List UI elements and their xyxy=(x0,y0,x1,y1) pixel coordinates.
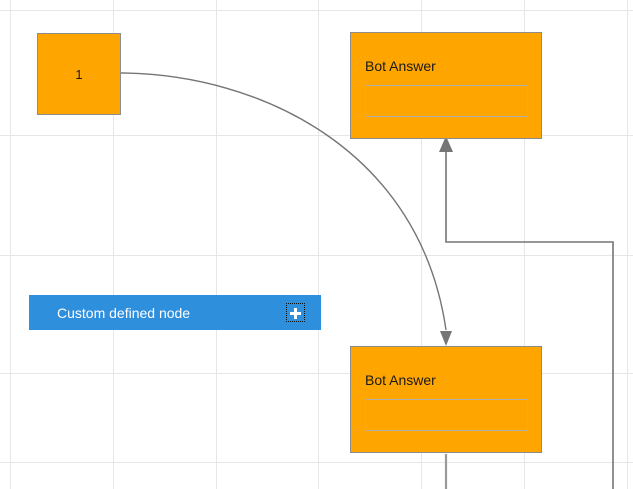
add-plus-icon[interactable] xyxy=(286,303,305,322)
gridline-vertical xyxy=(627,0,628,489)
gridline-vertical xyxy=(216,0,217,489)
node-bot-answer-slot[interactable] xyxy=(365,399,528,431)
gridline-horizontal xyxy=(0,10,633,11)
gridline-horizontal xyxy=(0,255,633,256)
node-bot-answer-title: Bot Answer xyxy=(365,58,436,74)
palette-item-custom-defined-node[interactable]: Custom defined node xyxy=(29,295,321,330)
plus-vertical-bar xyxy=(294,308,297,319)
palette-item-label: Custom defined node xyxy=(57,304,191,321)
node-bot-answer-top[interactable]: Bot Answer xyxy=(350,32,542,139)
gridline-vertical xyxy=(10,0,11,489)
node-bot-answer-title: Bot Answer xyxy=(365,372,436,388)
gridline-vertical xyxy=(318,0,319,489)
node-simple-label: 1 xyxy=(75,66,83,82)
gridline-horizontal xyxy=(0,462,633,463)
node-bot-answer-bottom[interactable]: Bot Answer xyxy=(350,346,542,453)
node-bot-answer-slot[interactable] xyxy=(365,85,528,117)
arrowhead-down-icon xyxy=(440,331,452,346)
node-simple-1[interactable]: 1 xyxy=(37,33,121,115)
